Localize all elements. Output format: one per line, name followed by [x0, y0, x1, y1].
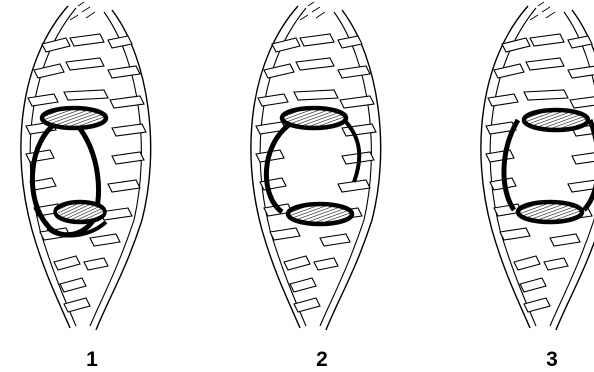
protein-disk-bottom-1: [55, 202, 105, 222]
protein-disk-top-2: [282, 108, 346, 128]
panel-label-2: 2: [316, 348, 328, 371]
dna-helix-3: [481, 2, 594, 330]
panel-2: 2: [251, 2, 381, 371]
panel-label-3: 3: [546, 348, 558, 371]
dna-loop-3: [504, 120, 518, 210]
dna-loop-2: [266, 124, 290, 212]
protein-disk-bottom-3: [518, 202, 582, 222]
panel-3: 3: [481, 2, 594, 371]
panel-label-1: 1: [86, 348, 98, 371]
dna-helix-2: [251, 2, 381, 330]
protein-disk-top-3: [524, 110, 588, 130]
panel-1: 1: [21, 2, 151, 371]
protein-disk-top-1: [42, 108, 106, 128]
dna-helix-1: [21, 2, 151, 330]
protein-disk-bottom-2: [288, 204, 352, 224]
